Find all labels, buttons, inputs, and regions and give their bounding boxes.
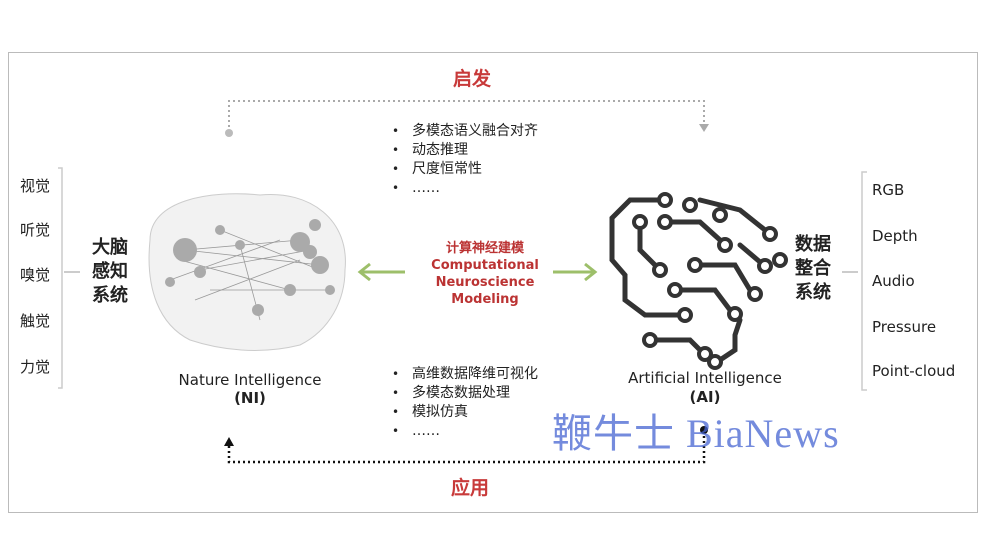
- sense-smell: 嗅觉: [20, 266, 51, 284]
- list-item: ……: [392, 179, 538, 198]
- input-point-cloud: Point-cloud: [872, 362, 956, 380]
- sense-vision: 视觉: [20, 177, 51, 195]
- title-line: 大脑: [92, 237, 128, 258]
- list-item: 多模态语义融合对齐: [392, 122, 538, 141]
- center-title-en-2: Neuroscience: [435, 275, 535, 290]
- left-bracket: [58, 167, 63, 389]
- list-item: 多模态数据处理: [392, 384, 538, 403]
- list-item: 模拟仿真: [392, 403, 538, 422]
- apply-label: 应用: [451, 477, 490, 499]
- brain-perception-system-title: 大脑 感知 系统: [92, 236, 128, 308]
- sense-touch: 触觉: [20, 312, 51, 330]
- inspire-bullet-list: 多模态语义融合对齐 动态推理 尺度恒常性 ……: [392, 122, 538, 198]
- computational-neuroscience-label: 计算神经建模 Computational Neuroscience Modeli…: [400, 240, 570, 308]
- apply-connector: [227, 432, 706, 464]
- center-title-zh: 计算神经建模: [445, 241, 524, 256]
- artificial-intelligence-caption: Artificial Intelligence (AI): [605, 369, 805, 407]
- ni-name: Nature Intelligence: [178, 371, 322, 389]
- sense-force: 力觉: [20, 358, 51, 376]
- input-pressure: Pressure: [872, 318, 937, 336]
- ni-abbr: (NI): [234, 389, 266, 407]
- title-line: 数据: [795, 234, 831, 255]
- apply-start-dot: [700, 426, 708, 434]
- title-line: 系统: [92, 285, 128, 306]
- watermark: 鞭牛士 BiaNews: [552, 411, 840, 456]
- list-item: ……: [392, 422, 538, 441]
- inspire-arrowhead: [699, 124, 709, 132]
- apply-arrowhead: [224, 437, 234, 446]
- ai-abbr: (AI): [689, 388, 721, 406]
- list-item: 动态推理: [392, 141, 538, 160]
- title-line: 系统: [795, 282, 831, 303]
- center-title-en-3: Modeling: [451, 292, 519, 307]
- ai-name: Artificial Intelligence: [628, 369, 782, 387]
- circuit-brain-icon: [609, 192, 788, 370]
- nature-intelligence-caption: Nature Intelligence (NI): [140, 371, 360, 407]
- brain-network-icon: [148, 193, 346, 351]
- center-title-en-1: Computational: [431, 258, 539, 273]
- arrow-left-icon: [357, 262, 405, 282]
- apply-bullet-list: 高维数据降维可视化 多模态数据处理 模拟仿真 ……: [392, 365, 538, 441]
- list-item: 高维数据降维可视化: [392, 365, 538, 384]
- inspire-start-dot: [225, 129, 233, 137]
- title-line: 感知: [92, 261, 128, 282]
- data-integration-system-title: 数据 整合 系统: [795, 233, 831, 305]
- input-rgb: RGB: [872, 181, 905, 199]
- input-depth: Depth: [872, 227, 918, 245]
- diagram-frame: [8, 52, 978, 513]
- sense-hearing: 听觉: [20, 221, 51, 239]
- arrow-right-icon: [553, 262, 598, 282]
- inspire-label: 启发: [453, 68, 492, 90]
- input-audio: Audio: [872, 272, 915, 290]
- list-item: 尺度恒常性: [392, 160, 538, 179]
- title-line: 整合: [795, 258, 831, 279]
- inspire-connector: [228, 100, 705, 132]
- right-bracket: [861, 171, 867, 391]
